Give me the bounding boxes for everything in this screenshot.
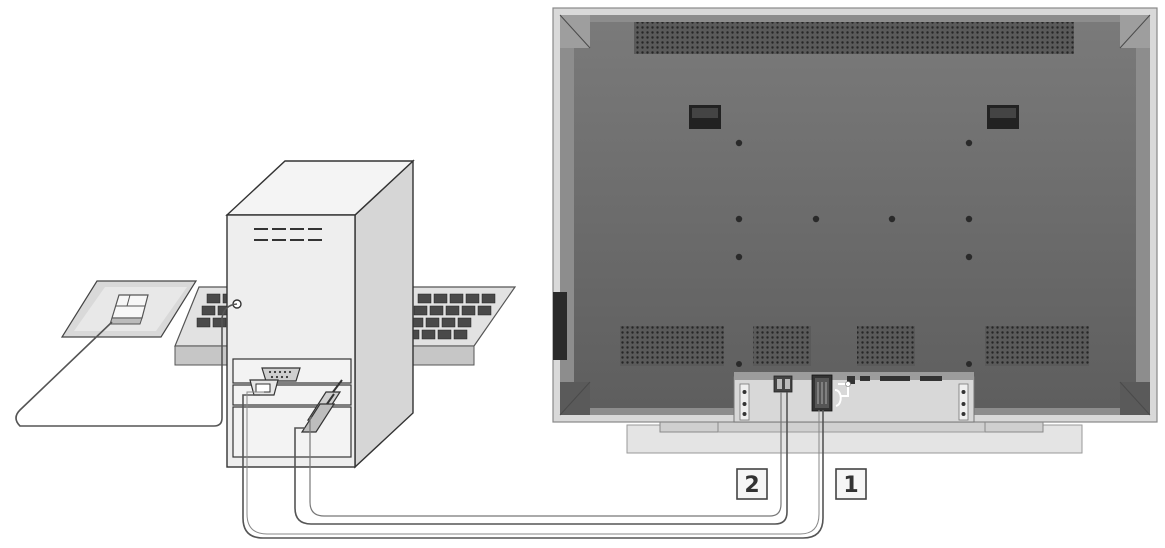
- bottom-vent-3: [857, 326, 915, 366]
- callout-1: 1: [835, 468, 867, 500]
- callout-1-label: 1: [843, 473, 858, 498]
- callout-2: 2: [736, 468, 768, 500]
- vga-connector-icon: [249, 367, 301, 396]
- bottom-vent-1: [620, 326, 724, 366]
- audio-cable: [294, 392, 788, 525]
- audio-jack-icon: [773, 375, 793, 393]
- connector-panel: [733, 372, 975, 423]
- carry-handle-left: [689, 105, 721, 129]
- mounting-screws: [735, 139, 973, 367]
- callout-2-label: 2: [744, 473, 759, 498]
- cables: [15, 303, 824, 539]
- top-vent: [634, 22, 1074, 54]
- side-button: [553, 292, 567, 360]
- monitor-rear-icon: [552, 7, 1158, 454]
- mouse-cable: [15, 303, 238, 427]
- video-cable: [242, 394, 824, 539]
- bottom-vent-4: [985, 326, 1089, 366]
- mouse-icon: [60, 280, 198, 338]
- carry-handle-right: [987, 105, 1019, 129]
- vga-connector-icon: [811, 374, 833, 412]
- bottom-vent-2: [753, 326, 811, 366]
- desktop-tower-icon: [225, 159, 415, 469]
